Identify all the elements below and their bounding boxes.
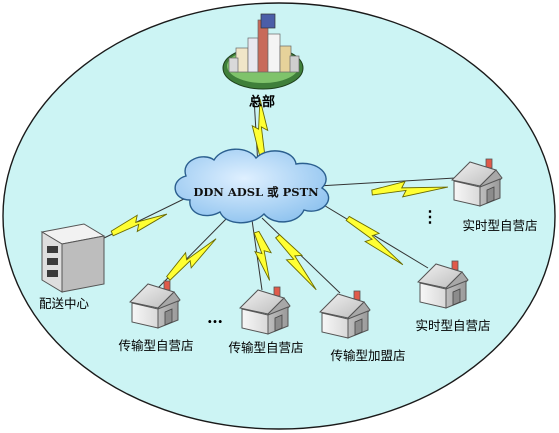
transport-store-1-node: 传输型自营店: [118, 280, 194, 353]
realtime-store-1-label: 实时型自营店: [462, 218, 537, 233]
line-to-realtime-1: [317, 177, 456, 187]
transport-store-2-node: 传输型自营店: [228, 286, 304, 355]
server-building-icon: [40, 223, 106, 293]
bottom-ellipsis: …: [207, 308, 223, 327]
bolt-realtime1-icon: [371, 180, 448, 198]
distribution-center-label: 配送中心: [39, 296, 90, 311]
transport-store-2-label: 传输型自营店: [228, 340, 303, 355]
transport-franchise-label: 传输型加盟店: [330, 348, 405, 363]
bolt-franchise-icon: [274, 234, 317, 291]
network-cloud-label: DDN ADSL 或 PSTN: [193, 185, 319, 199]
bolt-store1-icon: [166, 238, 217, 281]
transport-store-1-label: 传输型自营店: [118, 338, 193, 353]
headquarters-label: 总部: [249, 94, 275, 110]
bolt-distribution-icon: [110, 213, 168, 237]
realtime-store-2-node: 实时型自营店: [415, 260, 491, 333]
bolt-store2-icon: [253, 230, 273, 281]
realtime-store-1-node: 实时型自营店: [451, 158, 538, 233]
right-ellipsis: ⋮: [422, 207, 438, 226]
network-cloud-icon: DDN ADSL 或 PSTN: [174, 148, 330, 224]
transport-franchise-node: 传输型加盟店: [319, 290, 406, 363]
lightning-bolts: [110, 98, 448, 291]
realtime-store-2-label: 实时型自营店: [415, 318, 490, 333]
headquarters-node: 总部: [222, 13, 304, 110]
distribution-center-node: 配送中心: [39, 223, 106, 311]
bolt-hq-icon: [251, 98, 269, 158]
city-building-icon: [222, 13, 304, 90]
bolt-realtime2-icon: [345, 215, 404, 266]
